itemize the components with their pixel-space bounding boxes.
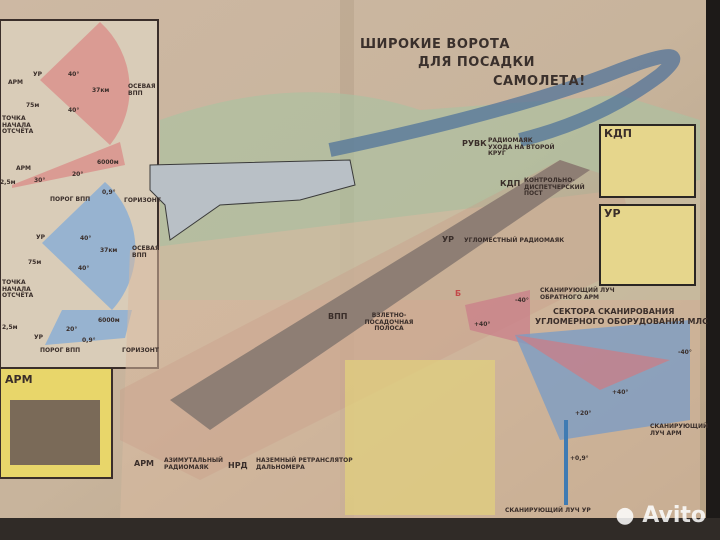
label-ur: УР xyxy=(33,71,43,78)
label-nrd-desc: НАЗЕМНЫЙ РЕТРАНСЛЯТОР ДАЛЬНОМЕРА xyxy=(256,457,353,471)
flight-path-blue xyxy=(328,49,681,157)
arm-building xyxy=(10,400,100,465)
red-elevation xyxy=(12,142,125,188)
label-37km: 37км xyxy=(100,247,118,254)
angle-label: +40° xyxy=(612,389,629,396)
kdp-inset-title: КДП xyxy=(604,127,632,140)
label-origin: ТОЧКА НАЧАЛА ОТСЧЁТА xyxy=(2,279,34,300)
label-37km: 37км xyxy=(92,87,110,94)
label-ur-desc: УГЛОМЕСТНЫЙ РАДИОМАЯК xyxy=(464,237,565,244)
label-vpp-desc: ВЗЛЕТНО-ПОСАДОЧНАЯ ПОЛОСА xyxy=(364,312,414,333)
ur-inset-title: УР xyxy=(604,207,621,220)
label-angle: 40° xyxy=(68,71,80,78)
label-axis: ОСЕВАЯ ВПП xyxy=(132,245,160,259)
red-azimuth-sector xyxy=(40,22,130,145)
label-nrd: НРД xyxy=(228,461,248,470)
avito-watermark: ● Avito xyxy=(615,503,706,528)
label-origin: ТОЧКА НАЧАЛА ОТСЧЁТА xyxy=(2,115,34,136)
bottom-edge xyxy=(0,518,720,540)
label-kdp-desc: КОНТРОЛЬНО-ДИСПЕТЧЕРСКИЙ ПОСТ xyxy=(524,177,585,198)
ur-inset xyxy=(599,204,696,286)
arm-box-title: АРМ xyxy=(5,373,33,386)
spaceplane xyxy=(149,159,356,241)
blue-elevation xyxy=(45,310,132,345)
label-angle: 40° xyxy=(68,107,80,114)
label-angle: 40° xyxy=(78,265,90,272)
label-ruvk-desc: РАДИОМАЯК УХОДА НА ВТОРОЙ КРУГ xyxy=(488,137,555,158)
label-angle: 0,9° xyxy=(102,189,116,196)
title-line-2: ДЛЯ ПОСАДКИ xyxy=(418,55,536,70)
ur-beam-label: СКАНИРУЮЩИЙ ЛУЧ УР xyxy=(505,507,591,514)
angle-label: -40° xyxy=(515,297,529,304)
label-angle: 20° xyxy=(72,171,84,178)
label-arm: АРМ xyxy=(134,459,155,468)
label-75m: 75м xyxy=(28,259,42,266)
label-horizon: ГОРИЗОНТ xyxy=(122,347,159,354)
elevation-sector xyxy=(515,335,670,390)
label-angle: 0,9° xyxy=(82,337,96,344)
label-ur: УР xyxy=(442,235,455,244)
watermark-text: Avito xyxy=(642,503,706,528)
label-axis: ОСЕВАЯ ВПП xyxy=(128,83,156,97)
label-arm: АРМ xyxy=(16,165,32,172)
label-angle: 30° xyxy=(34,177,46,184)
label-75m: 75м xyxy=(26,102,40,109)
inset-b-label: Б xyxy=(455,289,462,298)
runway xyxy=(170,160,590,430)
back-azimuth-sector xyxy=(465,290,530,345)
label-kdp: КДП xyxy=(500,179,521,188)
label-ur: УР xyxy=(36,234,46,241)
blue-azimuth-sector xyxy=(42,182,136,310)
sector-title-1: СЕКТОРА СКАНИРОВАНИЯ xyxy=(553,307,675,316)
angle-label: +20° xyxy=(575,410,592,417)
label-vpp: ВПП xyxy=(328,312,348,321)
label-horizon: ГОРИЗОНТ xyxy=(124,197,161,204)
label-angle: 40° xyxy=(80,235,92,242)
inner-yellow-panel xyxy=(345,360,495,515)
right-page-edge xyxy=(706,0,720,540)
title-line-1: ШИРОКИЕ ВОРОТА xyxy=(360,37,510,52)
ground xyxy=(120,180,700,520)
arm-beam-label: СКАНИРУЮЩИЙ ЛУЧ АРМ xyxy=(650,423,709,437)
label-6000m: 6000м xyxy=(98,317,120,324)
label-arm-desc: АЗИМУТАЛЬНЫЙ РАДИОМАЯК xyxy=(164,457,224,471)
label-height: 2,5м xyxy=(2,324,18,331)
angle-label: +0,9° xyxy=(570,455,589,462)
angle-label: -40° xyxy=(678,349,692,356)
back-beam-label: СКАНИРУЮЩИЙ ЛУЧ ОБРАТНОГО АРМ xyxy=(540,287,615,301)
label-ur: УР xyxy=(34,334,44,341)
title-line-3: САМОЛЕТА! xyxy=(493,74,586,89)
runway-platform xyxy=(120,160,640,480)
label-ruvk: РУВК xyxy=(462,139,487,148)
label-6000m: 6000м xyxy=(97,159,119,166)
angle-label: +40° xyxy=(474,321,491,328)
sector-title-2: УГЛОМЕРНОГО ОБОРУДОВАНИЯ МЛС xyxy=(535,317,708,326)
label-threshold: ПОРОГ ВПП xyxy=(50,196,91,203)
label-arm: АРМ xyxy=(8,79,24,86)
kdp-inset xyxy=(599,124,696,198)
label-height: 2,5м xyxy=(0,179,16,186)
label-threshold: ПОРОГ ВПП xyxy=(40,347,81,354)
label-angle: 20° xyxy=(66,326,78,333)
